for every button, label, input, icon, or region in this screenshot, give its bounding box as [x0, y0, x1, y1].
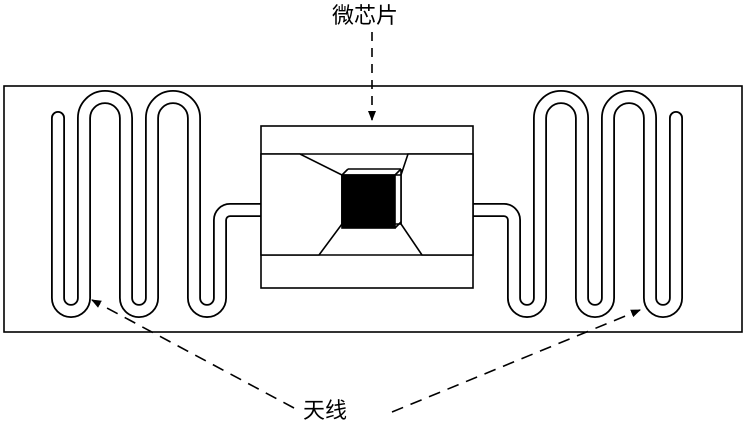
chip-die: [341, 174, 396, 229]
left-antenna-trace-inner: [52, 91, 267, 317]
chip-module: [260, 125, 474, 289]
antenna-leader-left: [91, 299, 295, 409]
chip-right-lead: [400, 153, 474, 256]
antenna-label: 天线: [303, 399, 348, 424]
chip-left-lead: [260, 153, 343, 256]
antenna-leader-right: [391, 309, 641, 413]
microchip-label: 微芯片: [332, 4, 399, 29]
left-antenna: [51, 90, 268, 318]
right-antenna-trace-inner: [467, 91, 682, 317]
right-antenna: [466, 90, 683, 318]
